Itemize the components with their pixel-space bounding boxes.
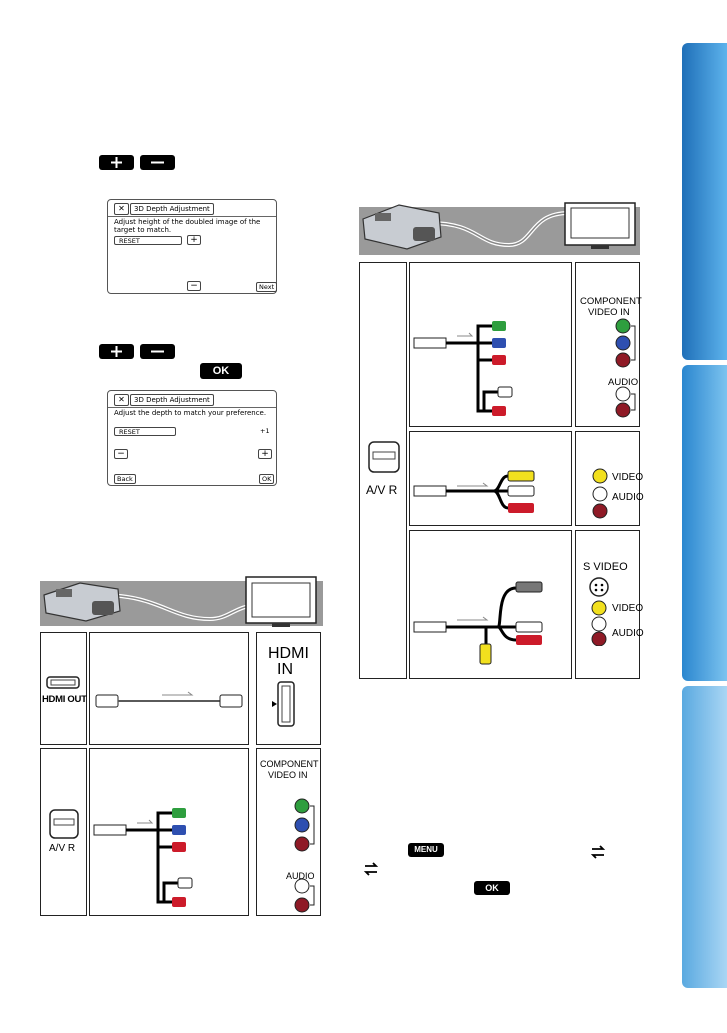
camcorder-tv-banner-left bbox=[40, 576, 323, 627]
hdmi-cable-cell bbox=[89, 632, 249, 745]
component-cable-icon bbox=[93, 808, 193, 907]
hdmi-out-port-cell bbox=[40, 632, 87, 745]
dialog-message: Adjust the depth to match your preferenc… bbox=[114, 409, 267, 417]
av-r-port-cell-right bbox=[359, 262, 407, 679]
minus-button[interactable]: − bbox=[114, 449, 128, 459]
audio-label: AUDIO bbox=[286, 871, 315, 881]
dialog-title: 3D Depth Adjustment bbox=[130, 394, 214, 406]
av-r-port-icon bbox=[49, 809, 79, 839]
swap-arrows-icon bbox=[590, 845, 606, 859]
plus-icon bbox=[111, 157, 122, 168]
close-icon[interactable]: ✕ bbox=[114, 203, 129, 215]
close-icon[interactable]: ✕ bbox=[114, 394, 129, 406]
tv-icon bbox=[564, 202, 636, 249]
minus-button-icon bbox=[140, 155, 175, 170]
hdmi-in-label-1: HDMI bbox=[268, 645, 309, 662]
composite-in-port-cell bbox=[575, 431, 640, 526]
minus-button[interactable]: − bbox=[187, 281, 201, 291]
video3-label: VIDEO bbox=[612, 603, 644, 614]
ok-button[interactable]: OK bbox=[259, 474, 275, 484]
hdmi-port-icon bbox=[46, 676, 80, 689]
side-tab-index[interactable] bbox=[682, 686, 727, 988]
reset-button[interactable]: RESET bbox=[114, 427, 176, 436]
component-cable-cell bbox=[89, 748, 249, 916]
av-r-port-icon-right bbox=[368, 441, 400, 473]
reset-button[interactable]: RESET bbox=[114, 236, 182, 245]
dialog-title: 3D Depth Adjustment bbox=[130, 203, 214, 215]
av-r-label-right: A/V R bbox=[366, 483, 398, 497]
ok-button-icon: OK bbox=[200, 363, 242, 379]
composite-jacks-icon bbox=[592, 468, 608, 519]
component-jacks-icon-right bbox=[615, 318, 636, 418]
component-in-port-cell bbox=[256, 748, 321, 916]
minus-icon bbox=[151, 161, 164, 164]
composite-cable-cell bbox=[409, 431, 572, 526]
minus-button-icon-2 bbox=[140, 344, 175, 359]
hdmi-in-port-icon bbox=[272, 681, 295, 727]
s-video-cable-icon bbox=[413, 581, 543, 665]
divider bbox=[108, 407, 276, 408]
audio2-label: AUDIO bbox=[612, 492, 644, 503]
component-cable-icon-right bbox=[413, 321, 513, 416]
s-video-label: S VIDEO bbox=[583, 561, 628, 573]
plus-button-icon-2 bbox=[99, 344, 134, 359]
composite-cable-icon bbox=[413, 470, 535, 513]
divider bbox=[108, 216, 276, 217]
s-video-in-port-cell bbox=[575, 530, 640, 679]
camcorder-icon bbox=[43, 582, 121, 622]
audio-label-right: AUDIO bbox=[608, 377, 639, 388]
camcorder-icon bbox=[362, 204, 442, 250]
dialog-message: Adjust height of the doubled image of th… bbox=[114, 218, 261, 234]
menu-button-icon: MENU bbox=[408, 843, 444, 857]
hdmi-in-label-2: IN bbox=[277, 661, 293, 678]
depth-value: +1 bbox=[260, 427, 270, 435]
plus-icon bbox=[111, 346, 122, 357]
component-jacks-icon bbox=[294, 798, 315, 913]
camcorder-tv-banner-right bbox=[359, 202, 640, 255]
component-label: COMPONENT bbox=[260, 759, 319, 769]
next-button[interactable]: Next bbox=[256, 282, 278, 292]
video-in-label: VIDEO IN bbox=[268, 770, 308, 780]
hdmi-cable-icon bbox=[95, 691, 243, 708]
component-label-right: COMPONENT bbox=[580, 296, 642, 307]
plus-button-icon bbox=[99, 155, 134, 170]
plus-button[interactable]: + bbox=[187, 235, 201, 245]
side-tab-useful-recording[interactable] bbox=[682, 365, 727, 681]
minus-icon bbox=[151, 350, 164, 353]
video-in-label-right: VIDEO IN bbox=[588, 307, 630, 318]
swap-arrows-icon-2 bbox=[363, 862, 379, 876]
plus-button[interactable]: + bbox=[258, 449, 272, 459]
depth-adjust-dialog-2: ✕ 3D Depth Adjustment Adjust the depth t… bbox=[107, 390, 277, 486]
back-button[interactable]: Back bbox=[114, 474, 136, 484]
audio3-label: AUDIO bbox=[612, 628, 644, 639]
tv-icon bbox=[245, 576, 317, 627]
hdmi-out-label: HDMI OUT bbox=[42, 694, 87, 705]
side-tab-table-of-contents[interactable] bbox=[682, 43, 727, 360]
s-video-jacks-icon bbox=[589, 577, 609, 646]
video-label: VIDEO bbox=[612, 472, 644, 483]
av-r-label: A/V R bbox=[49, 843, 76, 854]
depth-adjust-dialog-1: ✕ 3D Depth Adjustment Adjust height of t… bbox=[107, 199, 278, 294]
ok-button-icon-small: OK bbox=[474, 881, 510, 895]
